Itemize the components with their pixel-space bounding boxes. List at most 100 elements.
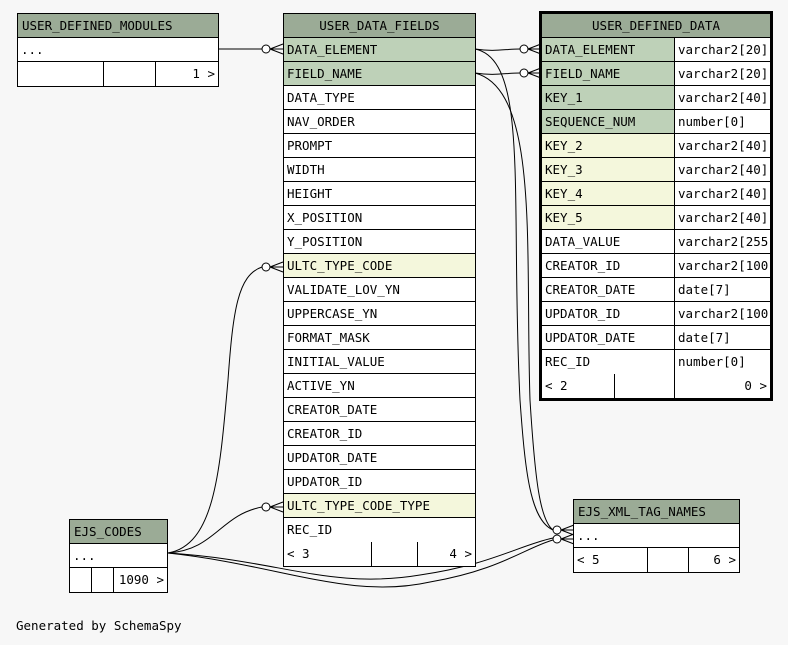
table-row[interactable]: DATA_TYPE [284, 86, 475, 110]
column-name: ULTC_TYPE_CODE_TYPE [284, 494, 475, 517]
table-row[interactable]: REC_ID number[0] [542, 350, 770, 374]
table-footer: < 2 0 > [542, 374, 770, 398]
rel-marker-circle [261, 44, 271, 54]
children-link[interactable]: 0 > [674, 374, 770, 398]
column-name: DATA_TYPE [287, 90, 355, 105]
column-name: FIELD_NAME [542, 62, 674, 85]
column-name: X_POSITION [287, 210, 363, 225]
table-title[interactable]: EJS_XML_TAG_NAMES [574, 500, 739, 524]
table-ejs-xml-tag-names[interactable]: EJS_XML_TAG_NAMES ... < 5 6 > [573, 499, 740, 573]
column-name: UPDATOR_DATE [545, 330, 636, 345]
column-name: NAV_ORDER [287, 114, 355, 129]
column-name: DATA_ELEMENT [284, 38, 475, 61]
children-link[interactable]: 6 > [688, 548, 739, 572]
parents-link[interactable] [70, 568, 91, 592]
table-row[interactable]: UPPERCASE_YN [284, 302, 475, 326]
table-row[interactable]: INITIAL_VALUE [284, 350, 475, 374]
table-title[interactable]: EJS_CODES [70, 520, 167, 544]
table-row[interactable]: FORMAT_MASK [284, 326, 475, 350]
table-row[interactable]: ULTC_TYPE_CODE_TYPE [284, 494, 475, 518]
table-row[interactable]: FIELD_NAME [284, 62, 475, 86]
schemaspy-credit: Generated by SchemaSpy [16, 618, 182, 633]
column-name: KEY_4 [542, 182, 674, 205]
children-link[interactable]: 4 > [417, 542, 475, 566]
parents-link[interactable]: < 5 [577, 552, 600, 567]
column-type: varchar2[40] [674, 158, 770, 181]
column-name: REC_ID [545, 354, 591, 369]
table-row[interactable]: Y_POSITION [284, 230, 475, 254]
table-footer: 1 > [18, 62, 218, 86]
parents-link[interactable]: < 2 [545, 378, 568, 393]
column-type: number[0] [674, 110, 770, 133]
table-row[interactable]: ULTC_TYPE_CODE [284, 254, 475, 278]
column-name: UPPERCASE_YN [287, 306, 378, 321]
column-type: varchar2[100] [674, 302, 770, 325]
rel-marker-circle [519, 68, 529, 78]
column-name: FIELD_NAME [284, 62, 475, 85]
table-title[interactable]: USER_DEFINED_DATA [542, 14, 770, 38]
rel-marker-circle [552, 525, 562, 535]
table-ejs-codes[interactable]: EJS_CODES ... 1090 > [69, 519, 168, 593]
rel-marker-circle [261, 502, 271, 512]
column-name: CREATOR_DATE [545, 282, 636, 297]
table-row[interactable]: DATA_ELEMENT [284, 38, 475, 62]
column-type: varchar2[100] [674, 254, 770, 277]
table-row: ... [70, 544, 167, 568]
column-name: KEY_2 [542, 134, 674, 157]
column-type: varchar2[40] [674, 182, 770, 205]
column-type: varchar2[40] [674, 206, 770, 229]
table-title[interactable]: USER_DATA_FIELDS [284, 14, 475, 38]
column-type: varchar2[40] [674, 134, 770, 157]
column-name: CREATOR_DATE [287, 402, 378, 417]
rel-marker-circle [519, 44, 529, 54]
column-type: number[0] [674, 350, 770, 374]
column-type: varchar2[20] [674, 38, 770, 61]
table-row[interactable]: HEIGHT [284, 182, 475, 206]
rel-crowfoot [269, 261, 284, 273]
table-row[interactable]: X_POSITION [284, 206, 475, 230]
column-name: VALIDATE_LOV_YN [287, 282, 400, 297]
column-name: INITIAL_VALUE [287, 354, 385, 369]
table-footer: 1090 > [70, 568, 167, 592]
table-row[interactable]: PROMPT [284, 134, 475, 158]
column-name: UPDATOR_ID [287, 474, 363, 489]
table-user-defined-modules[interactable]: USER_DEFINED_MODULES ... 1 > [17, 13, 219, 87]
parents-link[interactable] [18, 62, 103, 86]
table-title[interactable]: USER_DEFINED_MODULES [18, 14, 218, 38]
parents-link[interactable]: < 3 [287, 546, 310, 561]
table-footer: < 5 6 > [574, 548, 739, 572]
table-row[interactable]: VALIDATE_LOV_YN [284, 278, 475, 302]
table-row[interactable]: CREATOR_ID [284, 422, 475, 446]
table-row[interactable]: NAV_ORDER [284, 110, 475, 134]
children-link[interactable]: 1090 > [113, 568, 167, 592]
table-footer: < 3 4 > [284, 542, 475, 566]
rel-marker-circle [261, 262, 271, 272]
rel-fields-to-data-element [474, 48, 521, 51]
children-link[interactable]: 1 > [155, 62, 218, 86]
column-name: FORMAT_MASK [287, 330, 370, 345]
table-row[interactable]: ACTIVE_YN [284, 374, 475, 398]
table-row[interactable]: CREATOR_DATE [284, 398, 475, 422]
table-row[interactable]: REC_ID [284, 518, 475, 542]
column-name: REC_ID [287, 522, 333, 537]
table-row[interactable]: UPDATOR_ID [284, 470, 475, 494]
column-name: KEY_5 [542, 206, 674, 229]
table-row[interactable]: WIDTH [284, 158, 475, 182]
column-type: varchar2[40] [674, 86, 770, 109]
table-row[interactable]: UPDATOR_DATE [284, 446, 475, 470]
